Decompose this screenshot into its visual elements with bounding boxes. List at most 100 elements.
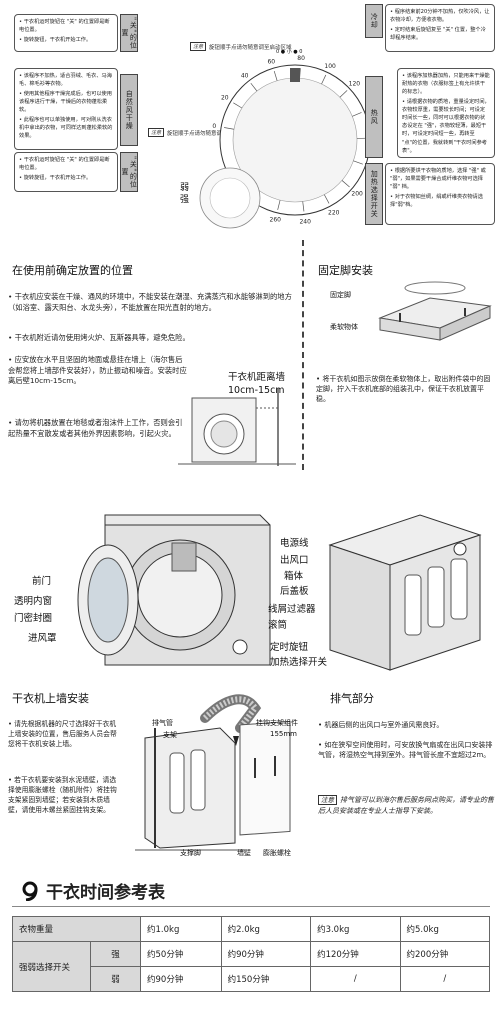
dial-tick-label: 240 bbox=[299, 218, 311, 225]
dial-tick bbox=[324, 194, 330, 204]
wall-bullet-1: • 请先根据机器的尺寸选择好干衣机上墙安装的位置，售后服务人员会帮您将干衣机安装… bbox=[8, 720, 117, 748]
box-select-line2: • 对于衣物如丝绸，绢或纤维类衣物请选择"弱"档。 bbox=[390, 194, 483, 209]
table-weight-2: 约2.0kg bbox=[220, 916, 312, 942]
dryer-parts-diagram bbox=[77, 514, 482, 671]
exhaust-note: 注意排气管可以到海尔售后服务网点购买，请专业的售后人员安装或在专业人士指导下安装… bbox=[318, 795, 496, 816]
part-heat-switch: 加热选择开关 bbox=[270, 657, 328, 668]
table-title-rule bbox=[12, 906, 490, 907]
table-head-label: 衣物重量 bbox=[12, 916, 141, 942]
part-outlet: 出风口 bbox=[280, 555, 309, 566]
box-off-top-line2: • 旋转旋钮，干衣机开始工作。 bbox=[19, 37, 92, 44]
dial-tick bbox=[277, 200, 281, 210]
part-cabinet: 箱体 bbox=[284, 571, 304, 582]
note-dial: 注意旋钮顺手点请勿随意调至启动区域 bbox=[190, 42, 292, 51]
table-weak-3: / bbox=[310, 966, 401, 992]
table-weight-3: 约3.0kg bbox=[310, 916, 401, 942]
dial-tick bbox=[250, 82, 258, 92]
box-off-bottom-line2: • 旋转旋钮，干衣机开始工作。 bbox=[19, 175, 92, 182]
wall-bullet-2: • 若干衣机要安装到水泥墙壁，请选择使用膨胀螺栓（随机附件）将挂钩支架紧固到墙壁… bbox=[8, 776, 117, 814]
dial-tick-label: 220 bbox=[328, 209, 340, 216]
label-cold: 冷却 bbox=[365, 4, 383, 38]
placement-bullet-3: • 应安放在水平且坚固的地面或悬挂在墙上（海尔售后会帮您将上墙部件安装好），防止… bbox=[8, 355, 187, 386]
table-strong-2: 约90分钟 bbox=[220, 941, 312, 967]
box-off-top: • 干衣机运时旋钮在 "关" 的位置即是断电位置。 • 旋转旋钮，干衣机开始工作… bbox=[14, 14, 118, 52]
part-front-door: 前门 bbox=[32, 576, 52, 587]
label-hot: 热风 bbox=[365, 76, 383, 158]
dial-tick bbox=[341, 180, 350, 188]
dial-tick bbox=[339, 90, 348, 98]
table-row: 衣物重量 约1.0kg 约2.0kg 约3.0kg 约5.0kg bbox=[12, 916, 491, 942]
foot-bullet-1: • 将干衣机如图示放倒在柔软物体上，取出附件袋中的固定脚，拧入干衣机底部的组装孔… bbox=[316, 375, 491, 404]
wall-pipe-label: 排气管 bbox=[152, 719, 173, 727]
drying-time-table: 衣物重量 约1.0kg 约2.0kg 约3.0kg 约5.0kg 强弱选择开关 … bbox=[12, 916, 491, 992]
dial-tick-label: 200 bbox=[351, 190, 363, 197]
exhaust-note-text: 排气管可以到海尔售后服务网点购买，请专业的售后人员安装或在专业人士指导下安装。 bbox=[318, 796, 494, 815]
table-strong-3: 约120分钟 bbox=[310, 941, 401, 967]
strong-label: 强 bbox=[180, 195, 190, 205]
distance-label: 干衣机距离墙10cm-15cm bbox=[228, 372, 286, 396]
box-hot-line1: • 该程序加热器加热，只能用来干燥能耐热的衣物（衣服标签上有允许烘干的标志）。 bbox=[402, 73, 490, 96]
timer-dial-diagram: 020406080100120140160180200220240260280 bbox=[199, 55, 383, 229]
box-off-bottom: • 干衣机运时旋钮在 "关" 的位置即是断电位置。 • 旋转旋钮，干衣机开始工作… bbox=[14, 152, 118, 192]
dial-center-marks: 0 ● 小 ● 0 bbox=[276, 49, 303, 55]
dryer-placement-figure bbox=[178, 388, 296, 466]
box-natural-line2: • 使用其他程序干燥完成后，也可以使用该程序进行干燥，干燥后的衣物蓬松柔软。 bbox=[19, 91, 112, 114]
foot-pad-label: 柔软物体 bbox=[330, 323, 358, 331]
foot-fix-label: 固定脚 bbox=[330, 291, 351, 299]
dial-tick-label: 40 bbox=[241, 72, 249, 79]
box-natural-line1: • 该程序不加热，适合羽绒、毛衣、马海毛、棉毛衫等衣物。 bbox=[19, 73, 112, 88]
label-select: 加热选择开关 bbox=[365, 163, 383, 225]
dial-tick-label: 0 bbox=[212, 123, 216, 130]
table-weak-1: 约90分钟 bbox=[140, 966, 222, 992]
dial-tick bbox=[352, 112, 362, 117]
table-strong-label: 强 bbox=[90, 941, 141, 967]
dial-tick bbox=[321, 74, 327, 85]
part-inlet: 进风罩 bbox=[28, 633, 57, 644]
note-rotate: 注意旋钮顺手点请勿随意调至启动区域 bbox=[148, 128, 250, 137]
placement-title: 在使用前确定放置的位置 bbox=[12, 264, 133, 277]
dial-tick bbox=[233, 102, 243, 109]
dashed-separator bbox=[302, 240, 304, 470]
exhaust-bullet-2: • 如在狭窄空间使用时，可安放换气扇或在出风口安装排气管，将湿热空气排到室外。排… bbox=[318, 741, 493, 760]
box-cold: • 程序结束前20分钟不加热，仅吹冷风，让衣物冷却，方便收衣物。 • 定时结束后… bbox=[385, 4, 495, 52]
part-back-panel: 后盖板 bbox=[280, 586, 309, 597]
part-timer: 定时旋钮 bbox=[270, 642, 309, 653]
part-lint: 线屑过滤器 bbox=[268, 604, 316, 615]
foot-title: 固定脚安装 bbox=[318, 264, 373, 277]
title-swirl-icon bbox=[22, 881, 38, 901]
exhaust-title: 排气部分 bbox=[330, 692, 374, 705]
wall-foot-label: 支撑脚 bbox=[180, 849, 201, 857]
foot-install-figure bbox=[378, 281, 492, 341]
label-off-top: "关"的位置 bbox=[120, 14, 138, 52]
exhaust-note-tag: 注意 bbox=[318, 795, 337, 805]
box-select: • 根据所要烘干衣物的质地，选择 "强" 或 "弱"，如果需要干燥合成纤维衣物可… bbox=[385, 163, 495, 225]
dial-tick-label: 80 bbox=[297, 55, 305, 62]
dial-tick-label: 100 bbox=[324, 63, 336, 70]
box-hot: • 该程序加热器加热，只能用来干燥能耐热的衣物（衣服标签上有允许烘干的标志）。 … bbox=[397, 68, 495, 158]
part-drum: 滚筒 bbox=[268, 620, 288, 631]
dial-tick-label: 60 bbox=[267, 58, 275, 65]
box-off-bottom-line1: • 干衣机运时旋钮在 "关" 的位置即是断电位置。 bbox=[19, 157, 110, 172]
dial-tick bbox=[353, 160, 363, 165]
dial-tick-label: 260 bbox=[270, 217, 282, 224]
wall-dim-label: 155mm bbox=[270, 730, 297, 738]
box-natural-line3: • 此程序也可以单独使用，可对刚从洗衣机中拿出的衣物，可同样达到蓬松柔软的效果。 bbox=[19, 117, 113, 140]
box-cold-line2: • 定时结束后旋钮复至 "关" 位置，整个冷却程序结束。 bbox=[390, 27, 486, 42]
dial-tick bbox=[273, 70, 278, 81]
placement-bullet-1: • 干衣机应安装在干燥、通风的环境中，不能安装在潮湿、充满蒸汽和水能够淋到的地方… bbox=[8, 292, 292, 312]
table-strong-1: 约50分钟 bbox=[140, 941, 222, 967]
box-hot-line2: • 请根据衣物的质地，重量设定时间，衣物较厚重，需要较长时间；可设定时间长一些，… bbox=[402, 99, 490, 154]
box-select-line1: • 根据所要烘干衣物的质地，选择 "强" 或 "弱"，如果需要干燥合成纤维衣物可… bbox=[390, 168, 486, 191]
dial-tick-label: 120 bbox=[349, 80, 361, 87]
wall-title: 干衣机上墙安装 bbox=[12, 692, 89, 705]
table-title: 干衣时间参考表 bbox=[46, 883, 165, 903]
box-natural: • 该程序不加热，适合羽绒、毛衣、马海毛、棉毛衫等衣物。 • 使用其他程序干燥完… bbox=[14, 68, 118, 150]
table-switch-label: 强弱选择开关 bbox=[12, 941, 91, 992]
table-strong-4: 约200分钟 bbox=[399, 941, 491, 967]
part-seal: 门密封圈 bbox=[14, 613, 53, 624]
part-window: 透明内窗 bbox=[14, 596, 53, 607]
wall-hook-set-label: 挂钩支架组件 bbox=[256, 719, 298, 727]
table-row: 弱 约90分钟 约150分钟 / / bbox=[13, 966, 491, 992]
wall-install-figure bbox=[135, 694, 291, 851]
dial-tick bbox=[302, 201, 305, 212]
